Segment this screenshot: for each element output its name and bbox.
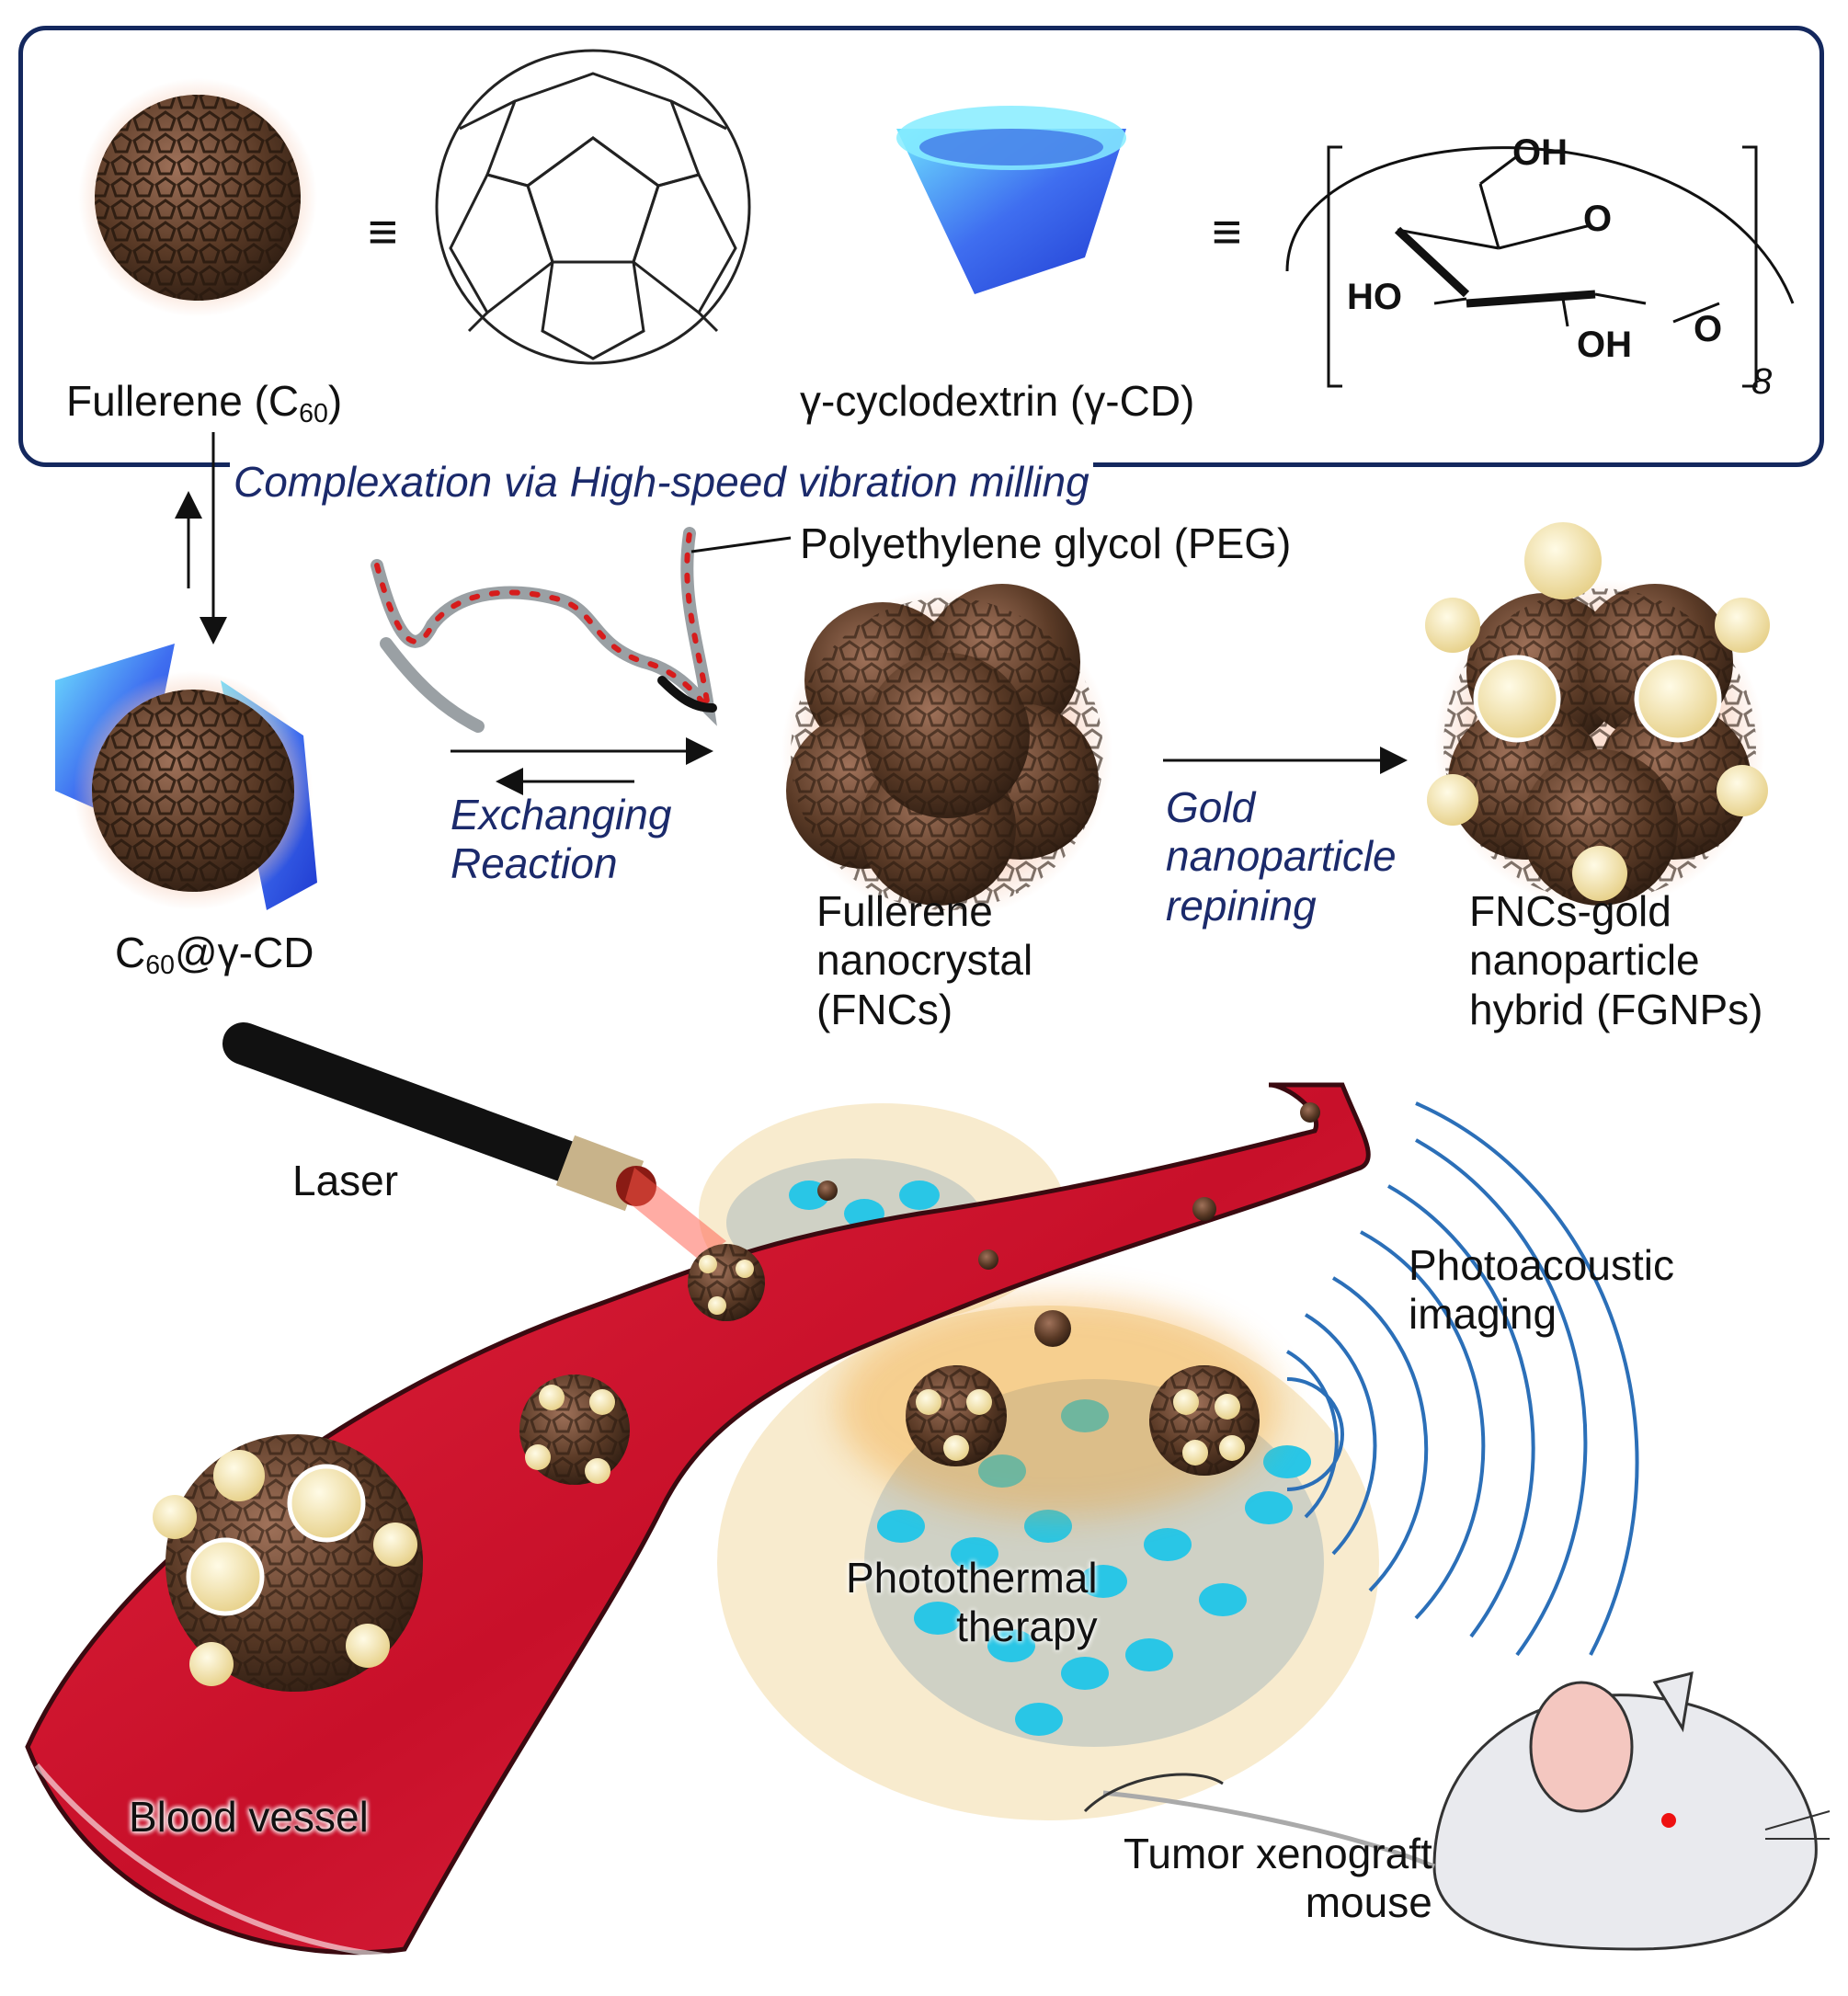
c60-structure-icon [435,49,751,365]
structure-oh-bottom: OH [1577,325,1632,365]
mouse-label: Tumor xenograft mouse [1124,1830,1432,1927]
complex-label: C60@γ-CD [115,929,314,981]
mouse-icon [1083,1671,1831,1951]
gold-step-label: Gold nanoparticle repining [1166,783,1397,930]
cyclodextrin-label: γ-cyclodextrin (γ-CD) [800,377,1195,425]
equiv-symbol-left: ≡ [368,202,398,260]
fgnp-in-tumor-right [1149,1365,1260,1476]
fgnp-in-vessel-small [688,1244,765,1321]
laser-label: Laser [292,1157,399,1204]
fgnp-in-vessel-medium [519,1374,630,1485]
structure-ho: HO [1347,277,1402,317]
equiv-symbol-right: ≡ [1212,202,1242,260]
peg-chain-icon [371,527,717,733]
complex-3d-icon [55,644,317,910]
photothermal-label: Photothermal therapy [846,1554,1098,1651]
fnc-cluster-icon [781,584,1112,919]
structure-repeat-count: 8 [1751,361,1773,402]
fgnp-in-vessel-large [153,1434,423,1692]
exchange-label: Exchanging Reaction [451,791,672,888]
fgnp-in-tumor-left [906,1365,1007,1466]
fgnp-label: FNCs-gold nanoparticle hybrid (FGNPs) [1469,887,1763,1033]
peg-label: Polyethylene glycol (PEG) [800,519,1292,567]
vessel-edge [34,1763,415,1961]
structure-oh-top: OH [1512,132,1568,173]
peg-callout-line [690,536,792,553]
fgnp-cluster-icon [1425,522,1770,910]
photoacoustic-waves [1286,1101,1639,1657]
fnc-label: Fullerene nanocrystal (FNCs) [816,887,1033,1033]
structure-o-ring: O [1583,199,1613,239]
structure-o-link: O [1694,309,1723,349]
fullerene-3d-icon [78,78,317,317]
complexation-label: Complexation via High-speed vibration mi… [230,458,1093,508]
cyclodextrin-3d-icon [896,106,1126,294]
blood-vessel [25,1082,1371,1956]
fullerene-label: Fullerene (C60) [66,377,343,429]
blood-vessel-label: Blood vessel [129,1793,369,1841]
laser-pointer-icon [222,1022,726,1260]
fgnp-tiny-particles [817,1102,1320,1347]
cyclodextrin-structure-icon [1285,145,1795,388]
photoacoustic-label: Photoacoustic imaging [1409,1241,1674,1339]
